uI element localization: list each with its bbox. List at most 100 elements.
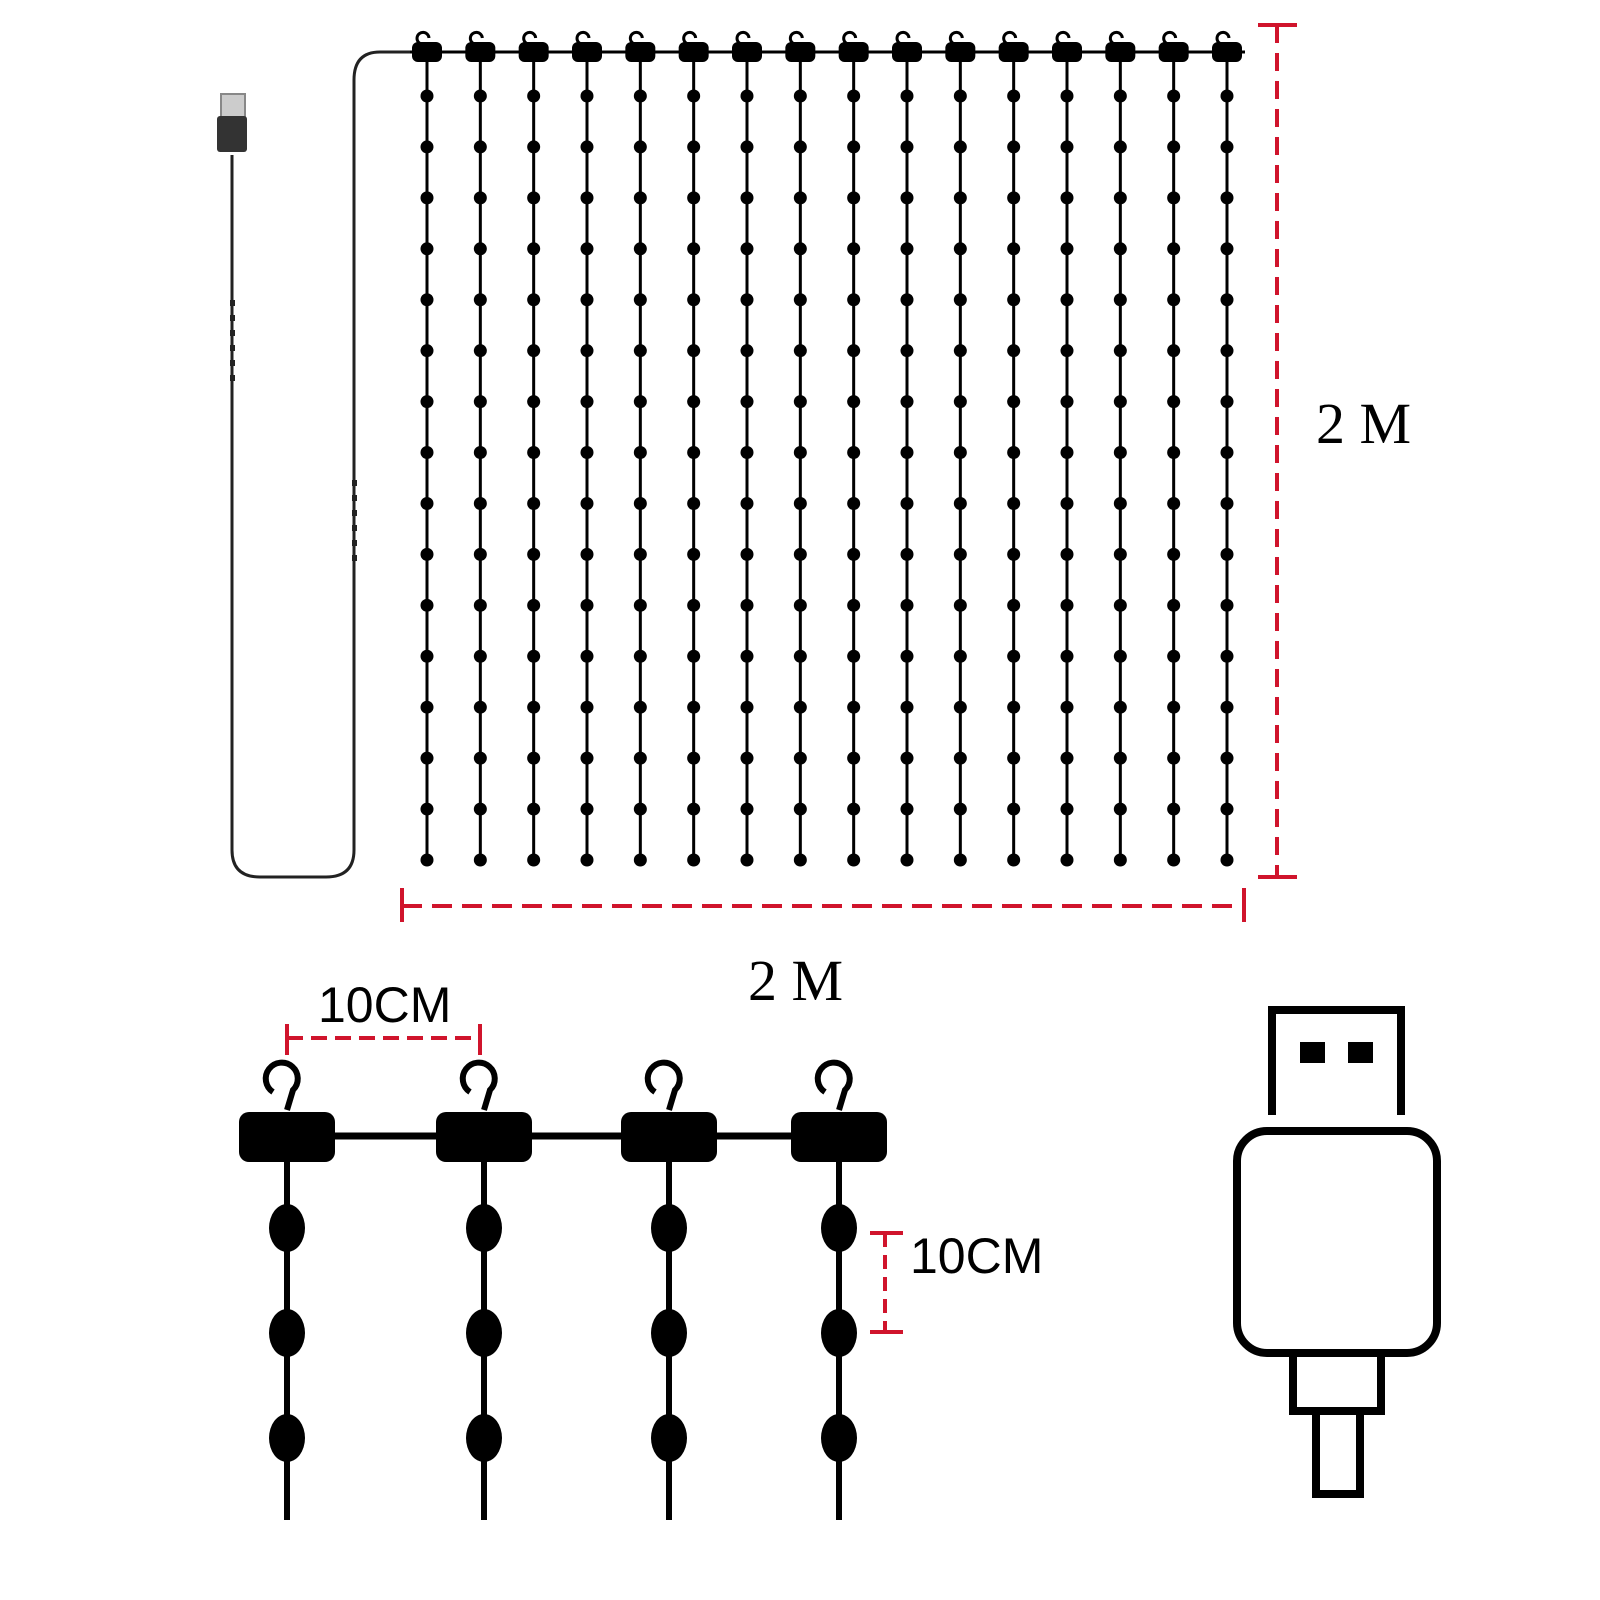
- led-bead-icon: [793, 395, 807, 409]
- led-bead-icon: [420, 496, 434, 510]
- led-bead-icon: [847, 547, 861, 561]
- detail-view: [239, 1059, 887, 1520]
- led-bead-icon: [1220, 344, 1234, 358]
- led-bead-icon: [1220, 242, 1234, 256]
- led-bead-icon: [847, 802, 861, 816]
- led-bead-icon: [580, 598, 594, 612]
- led-bead-icon: [1060, 89, 1074, 103]
- led-bead-icon: [420, 802, 434, 816]
- led-bead-icon: [1167, 89, 1181, 103]
- led-bead-icon: [527, 853, 541, 867]
- height-label: 2 M: [1316, 391, 1411, 456]
- led-bead-icon: [1007, 649, 1021, 663]
- led-bead-icon: [420, 395, 434, 409]
- led-bead-icon: [633, 89, 647, 103]
- led-bead-icon: [527, 293, 541, 307]
- led-bead-icon: [1060, 649, 1074, 663]
- clip: [791, 1112, 887, 1162]
- clip: [678, 42, 709, 62]
- led-bead-icon: [821, 1309, 857, 1357]
- led-bead-icon: [1167, 751, 1181, 765]
- led-bead-icon: [466, 1414, 502, 1462]
- light-strand: [838, 30, 869, 867]
- clip: [572, 42, 602, 62]
- hook-icon: [814, 1059, 853, 1111]
- led-bead-icon: [740, 853, 754, 867]
- led-bead-icon: [793, 751, 807, 765]
- led-bead-icon: [420, 547, 434, 561]
- led-bead-icon: [473, 598, 487, 612]
- led-bead-icon: [847, 598, 861, 612]
- led-bead-icon: [633, 649, 647, 663]
- led-bead-icon: [1220, 140, 1234, 154]
- led-bead-icon: [1060, 751, 1074, 765]
- clip: [1158, 42, 1189, 62]
- led-bead-icon: [420, 140, 434, 154]
- hook-spacing-label: 10CM: [318, 977, 451, 1033]
- led-bead-icon: [527, 496, 541, 510]
- led-bead-icon: [473, 649, 487, 663]
- led-bead-icon: [900, 344, 914, 358]
- led-bead-icon: [740, 242, 754, 256]
- led-bead-icon: [900, 140, 914, 154]
- led-bead-icon: [1113, 344, 1127, 358]
- led-bead-icon: [953, 547, 967, 561]
- clip: [436, 1112, 532, 1162]
- led-bead-icon: [687, 496, 701, 510]
- led-bead-icon: [740, 140, 754, 154]
- led-bead-icon: [1167, 293, 1181, 307]
- led-bead-icon: [900, 802, 914, 816]
- led-bead-icon: [473, 802, 487, 816]
- led-bead-icon: [633, 191, 647, 205]
- led-bead-icon: [793, 140, 807, 154]
- bead-spacing-label: 10CM: [910, 1228, 1043, 1284]
- led-bead-icon: [527, 700, 541, 714]
- led-bead-icon: [1220, 446, 1234, 460]
- hook-icon: [459, 1059, 498, 1111]
- bead-spacing-dimension: [870, 1231, 903, 1334]
- led-bead-icon: [466, 1309, 502, 1357]
- led-bead-icon: [1113, 89, 1127, 103]
- led-bead-icon: [1007, 140, 1021, 154]
- light-strand: [518, 30, 549, 867]
- clip: [945, 42, 976, 62]
- light-strand: [1158, 30, 1189, 867]
- led-bead-icon: [1060, 496, 1074, 510]
- led-bead-icon: [1113, 496, 1127, 510]
- led-bead-icon: [1167, 802, 1181, 816]
- led-bead-icon: [633, 293, 647, 307]
- led-bead-icon: [1007, 700, 1021, 714]
- led-bead-icon: [420, 344, 434, 358]
- led-bead-icon: [1113, 242, 1127, 256]
- led-bead-icon: [1113, 395, 1127, 409]
- led-bead-icon: [687, 649, 701, 663]
- width-label: 2 M: [748, 948, 843, 1013]
- led-bead-icon: [1113, 649, 1127, 663]
- led-bead-icon: [1007, 547, 1021, 561]
- led-bead-icon: [473, 89, 487, 103]
- light-strand: [732, 30, 762, 867]
- led-bead-icon: [580, 547, 594, 561]
- led-bead-icon: [740, 89, 754, 103]
- led-bead-icon: [740, 598, 754, 612]
- led-bead-icon: [900, 853, 914, 867]
- clip: [625, 42, 656, 62]
- led-bead-icon: [420, 446, 434, 460]
- led-bead-icon: [527, 547, 541, 561]
- led-bead-icon: [687, 802, 701, 816]
- led-bead-icon: [1007, 751, 1021, 765]
- light-strand: [678, 30, 709, 867]
- led-bead-icon: [580, 140, 594, 154]
- led-bead-icon: [651, 1309, 687, 1357]
- led-bead-icon: [473, 446, 487, 460]
- led-bead-icon: [793, 700, 807, 714]
- led-bead-icon: [900, 191, 914, 205]
- light-strand: [1105, 30, 1136, 867]
- led-bead-icon: [527, 344, 541, 358]
- clip: [732, 42, 762, 62]
- led-bead-icon: [847, 649, 861, 663]
- led-bead-icon: [1220, 395, 1234, 409]
- led-bead-icon: [473, 496, 487, 510]
- led-bead-icon: [1060, 853, 1074, 867]
